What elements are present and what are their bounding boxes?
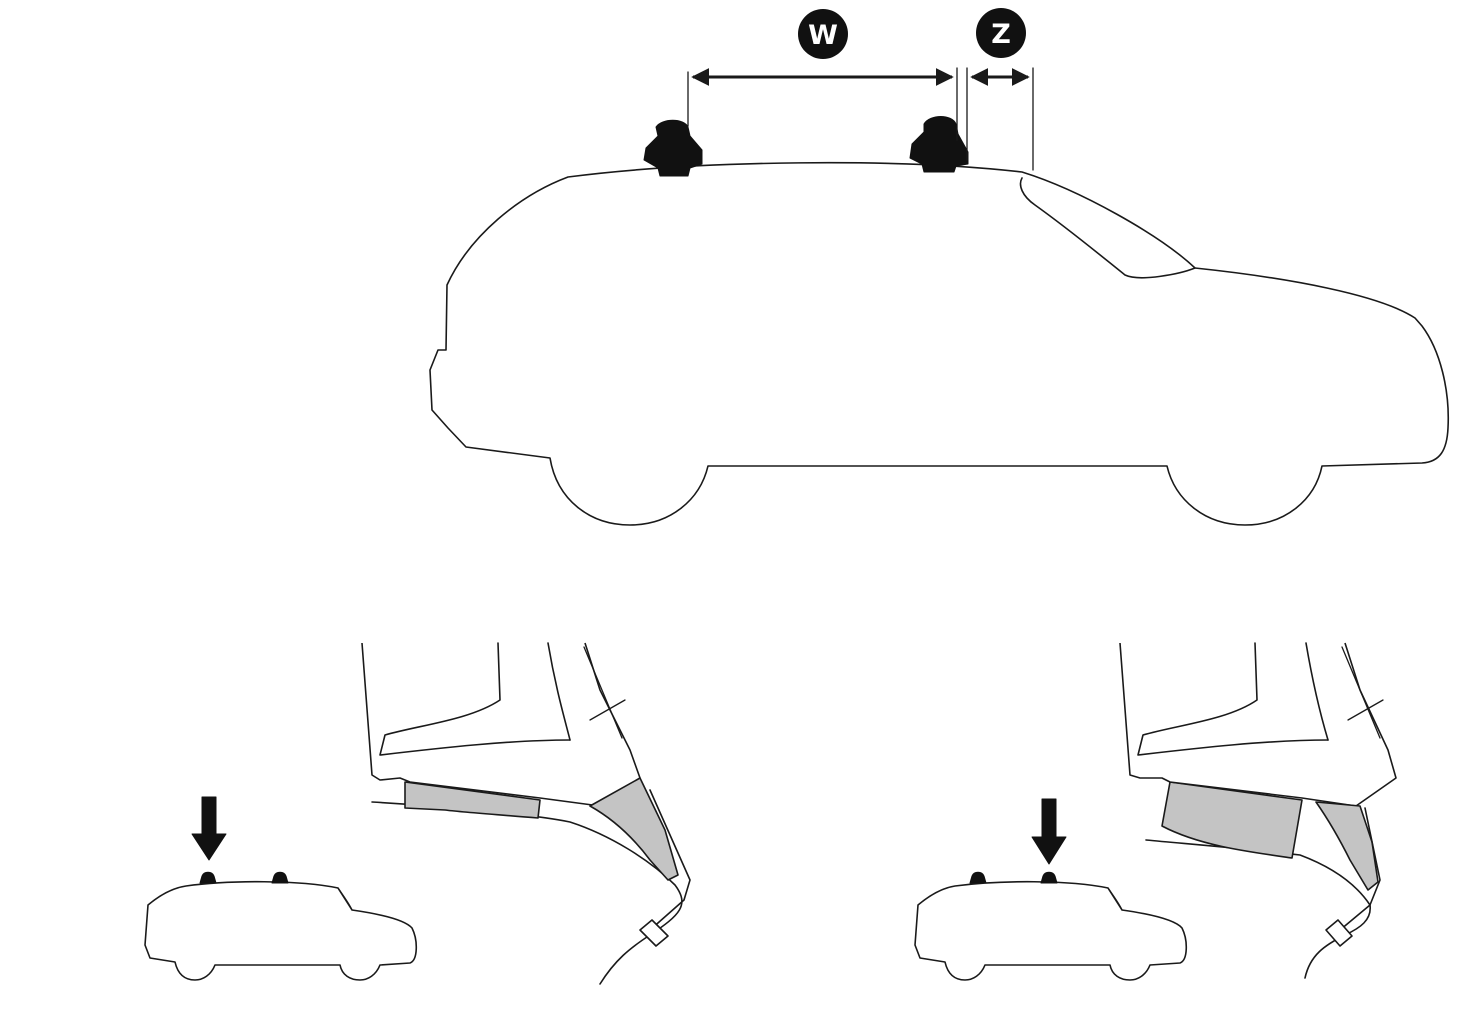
- down-arrow-left-icon: [191, 796, 227, 861]
- main-car-side-icon: [429, 161, 1450, 526]
- dimension-w: W: [687, 9, 958, 141]
- small-car-left-icon: [144, 871, 418, 981]
- w-badge-icon: [798, 9, 848, 59]
- foot-detail-left: [361, 642, 691, 985]
- w-label: W: [808, 20, 838, 51]
- z-badge-icon: [976, 8, 1026, 58]
- z-label: Z: [991, 19, 1011, 50]
- small-car-right-icon: [914, 871, 1188, 981]
- roof-rack-foot-front-icon: [643, 119, 703, 177]
- dimension-z: Z: [966, 8, 1034, 171]
- down-arrow-right-icon: [1031, 798, 1067, 865]
- foot-detail-right: [1119, 642, 1397, 979]
